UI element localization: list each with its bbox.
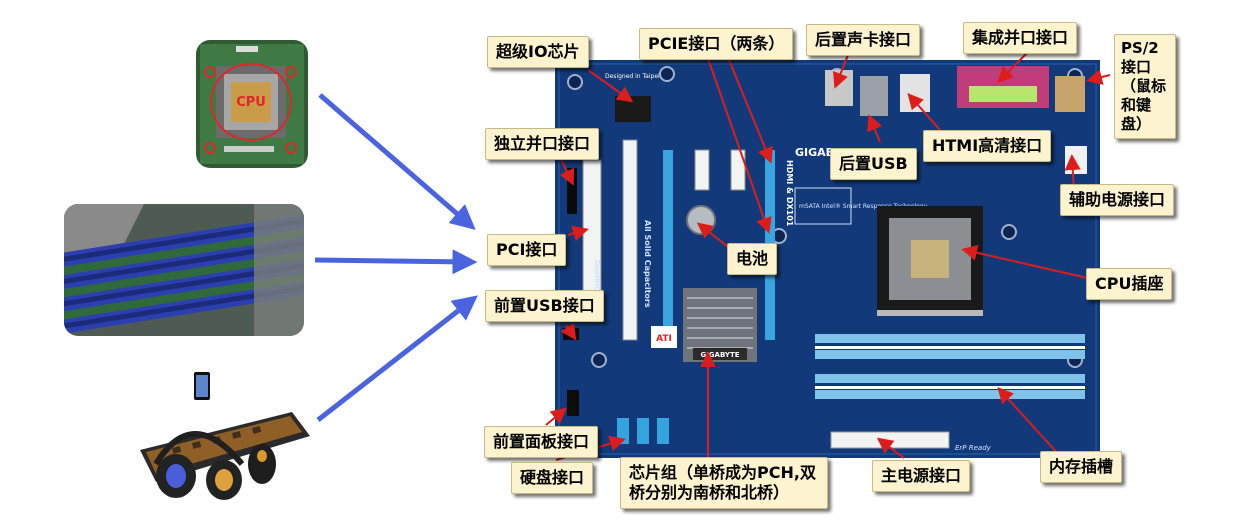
super-io-chip bbox=[615, 96, 651, 122]
pci-slot bbox=[622, 139, 638, 341]
label-rear-audio: 后置声卡接口 bbox=[806, 24, 921, 56]
hdmi-board-text: HDMI & DX101 bbox=[785, 160, 794, 227]
blue-arrow-cpu bbox=[318, 93, 476, 230]
cpu-socket bbox=[877, 206, 983, 316]
dualbios-text: DualBIOS bbox=[593, 260, 601, 297]
peripherals-photo bbox=[132, 364, 312, 506]
sata-port bbox=[637, 418, 649, 444]
ram-slots bbox=[815, 334, 1085, 399]
ram-modules-photo bbox=[64, 204, 304, 336]
pcie-slot bbox=[663, 150, 673, 340]
rear-io-panel bbox=[825, 66, 1085, 116]
label-super-io: 超级IO芯片 bbox=[487, 36, 589, 68]
parallel-header bbox=[567, 168, 577, 214]
aux-power-connector bbox=[1065, 146, 1087, 174]
sata-port bbox=[657, 418, 669, 444]
label-aux-power: 辅助电源接口 bbox=[1060, 184, 1175, 216]
label-main-power: 主电源接口 bbox=[872, 460, 971, 492]
label-parallel-standalone: 独立并口接口 bbox=[485, 128, 600, 160]
cpu-socket-photo: CPU bbox=[196, 40, 308, 168]
blue-arrow-ram bbox=[314, 249, 478, 275]
msata-text: mSATA Intel® Smart Response Technology bbox=[799, 203, 928, 210]
label-rear-usb: 后置USB bbox=[830, 148, 917, 180]
erp-text: ErP Ready bbox=[955, 444, 992, 452]
front-panel-header bbox=[567, 390, 579, 416]
blue-arrow-peripherals bbox=[316, 295, 478, 422]
designed-text: Designed in Taipei bbox=[605, 73, 660, 80]
label-parallel-integrated: 集成并口接口 bbox=[963, 22, 1078, 54]
label-hdmi: HTMI高清接口 bbox=[923, 130, 1052, 162]
label-pcie: PCIE接口（两条） bbox=[639, 28, 794, 60]
motherboard-image: Designed in Taipei All Solid Capacitors … bbox=[555, 60, 1100, 458]
label-cpu-socket: CPU插座 bbox=[1086, 268, 1173, 300]
label-chipset: 芯片组（单桥成为PCH,双桥分别为南桥和北桥） bbox=[620, 457, 828, 509]
label-front-panel: 前置面板接口 bbox=[484, 426, 599, 458]
front-usb-header bbox=[563, 328, 579, 340]
cpu-chip-text: CPU bbox=[236, 95, 266, 110]
chipset: GIGABYTE bbox=[683, 288, 757, 362]
label-ram-slot: 内存插槽 bbox=[1040, 451, 1123, 483]
label-pci: PCI接口 bbox=[487, 234, 567, 266]
cmos-battery bbox=[686, 205, 716, 235]
label-front-usb: 前置USB接口 bbox=[485, 290, 604, 322]
label-ps2: PS/2接口（鼠标和键盘） bbox=[1114, 34, 1176, 139]
chipset-brand-text: GIGABYTE bbox=[700, 351, 739, 359]
label-sata: 硬盘接口 bbox=[511, 462, 594, 494]
solid-caps-text: All Solid Capacitors bbox=[643, 220, 652, 308]
label-battery: 电池 bbox=[727, 243, 778, 275]
main-power-connector bbox=[830, 431, 950, 449]
ati-text: ATI bbox=[656, 334, 672, 344]
sata-port bbox=[617, 418, 629, 444]
